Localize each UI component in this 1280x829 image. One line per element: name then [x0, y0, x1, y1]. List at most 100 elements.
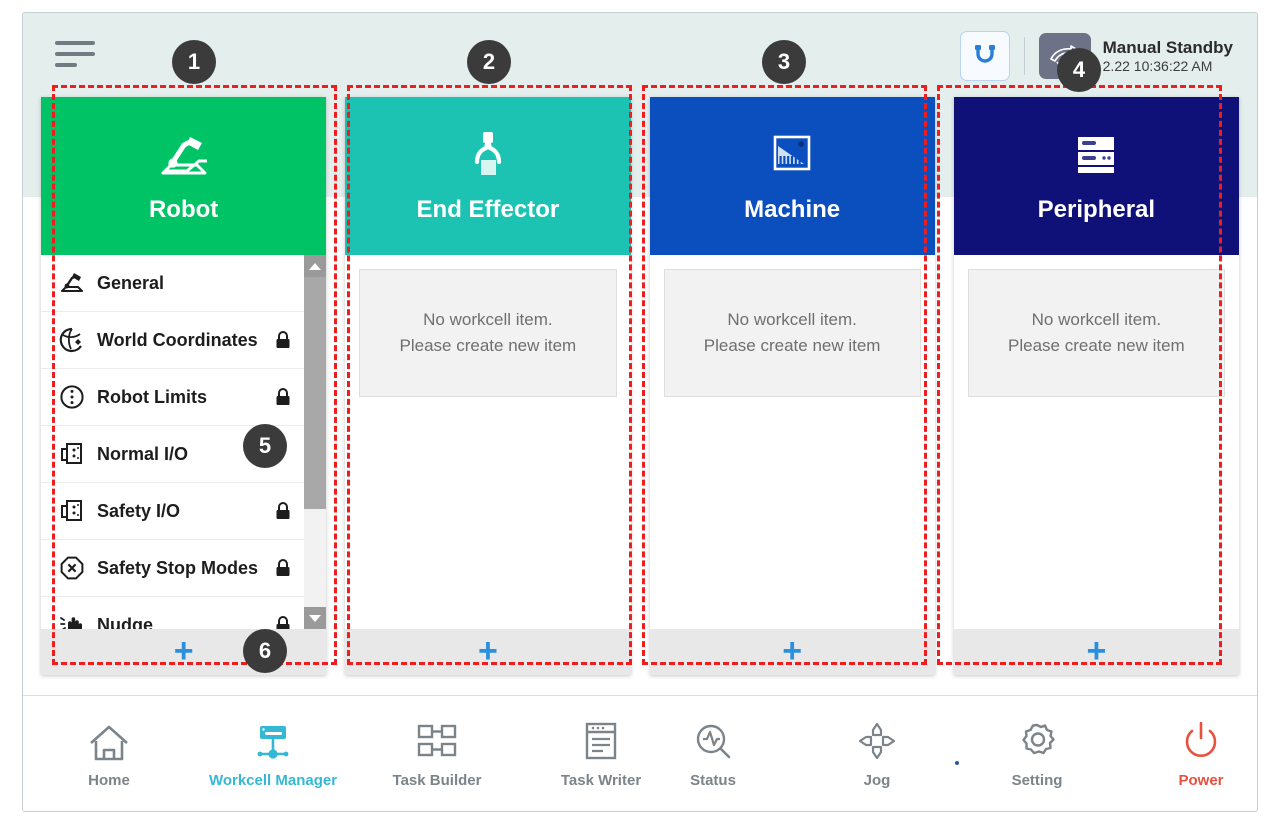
workcell-card-end-effector[interactable]: End Effector No workcell item. Please cr…: [345, 97, 631, 675]
status-title: Manual Standby: [1102, 37, 1233, 57]
add-machine-item-button[interactable]: +: [649, 629, 935, 675]
bottom-nav-left-group: Home Workcell Manager: [53, 719, 657, 789]
menu-item-safety-stop-modes[interactable]: Safety Stop Modes: [41, 540, 305, 597]
limits-circle-icon: [55, 384, 89, 410]
top-bar: Manual Standby 2.22 10:36:22 AM: [23, 13, 1257, 97]
card-title-robot: Robot: [148, 196, 219, 223]
menu-item-robot-limits[interactable]: Robot Limits: [41, 369, 305, 426]
nav-label: Status: [690, 771, 736, 789]
chevron-up-icon: [309, 262, 322, 270]
empty-state-end-effector: No workcell item. Please create new item: [359, 269, 617, 397]
nav-label: Workcell Manager: [208, 771, 338, 789]
card-header-machine[interactable]: Machine: [649, 97, 935, 255]
gripper-icon: [464, 128, 512, 182]
lock-icon: [272, 387, 294, 407]
workcell-card-row: Robot: [23, 97, 1257, 697]
annotation-badge-4: 4: [1057, 48, 1101, 92]
add-end-effector-item-button[interactable]: +: [345, 629, 631, 675]
menu-item-label: Safety I/O: [97, 500, 181, 521]
menu-item-general[interactable]: General: [41, 255, 305, 312]
robot-menu-list: General World Coord: [41, 255, 305, 630]
machine-panel-icon: [768, 128, 816, 182]
workcell-content: Robot: [23, 97, 1257, 697]
bottom-navigation-bar: Home Workcell Manager: [23, 695, 1257, 811]
menu-item-label: General: [97, 272, 165, 293]
plus-icon: +: [477, 631, 498, 670]
top-divider: [1023, 37, 1025, 75]
lock-icon: [272, 615, 294, 629]
annotation-badge-5: 5: [243, 424, 287, 468]
menu-item-label: Normal I/O: [97, 443, 189, 464]
chevron-down-icon: [309, 614, 322, 622]
nav-label: Task Builder: [392, 771, 482, 789]
card-body-machine: No workcell item. Please create new item: [649, 255, 935, 629]
card-header-robot[interactable]: Robot: [41, 97, 327, 255]
annotation-badge-3: 3: [762, 40, 806, 84]
nav-label: Home: [88, 771, 130, 789]
workcell-card-machine[interactable]: Machine No workcell item. Please create …: [649, 97, 935, 675]
card-body-peripheral: No workcell item. Please create new item: [953, 255, 1239, 629]
top-status-cluster: Manual Standby 2.22 10:36:22 AM: [959, 27, 1233, 85]
menu-item-nudge[interactable]: Nudge: [41, 597, 305, 630]
nav-item-power[interactable]: Power: [1145, 719, 1257, 789]
cobot-arm-icon[interactable]: [959, 31, 1010, 81]
empty-state-peripheral: No workcell item. Please create new item: [967, 269, 1225, 397]
nav-separator-dot: [955, 760, 959, 765]
tablet-screen: Manual Standby 2.22 10:36:22 AM: [22, 12, 1258, 812]
nav-item-home[interactable]: Home: [53, 719, 165, 789]
nav-label: Setting: [1011, 771, 1063, 789]
bottom-nav-right-group: Status Jog Setting: [657, 719, 1257, 789]
workcell-card-peripheral[interactable]: Peripheral No workcell item. Please crea…: [953, 97, 1239, 675]
card-header-peripheral[interactable]: Peripheral: [953, 97, 1239, 255]
plus-icon: +: [1086, 631, 1107, 670]
card-body-robot: General World Coord: [41, 255, 327, 630]
status-datetime: 2.22 10:36:22 AM: [1102, 57, 1213, 74]
card-title-machine: Machine: [744, 196, 841, 223]
menu-item-label: World Coordinates: [97, 329, 258, 350]
menu-item-label: Safety Stop Modes: [97, 557, 259, 578]
plus-icon: +: [173, 631, 194, 670]
empty-line-1: No workcell item.: [423, 310, 553, 329]
card-body-end-effector: No workcell item. Please create new item: [345, 255, 631, 629]
nav-item-task-builder[interactable]: Task Builder: [381, 719, 493, 789]
menu-item-world-coordinates[interactable]: World Coordinates: [41, 312, 305, 369]
add-peripheral-item-button[interactable]: +: [953, 629, 1239, 675]
empty-line-2: Please create new item: [399, 336, 577, 355]
menu-item-label: Nudge: [97, 614, 153, 630]
lock-icon: [272, 330, 294, 350]
empty-state-machine: No workcell item. Please create new item: [663, 269, 921, 397]
nudge-hand-icon: [55, 613, 89, 629]
workcell-card-robot[interactable]: Robot: [41, 97, 327, 675]
power-icon: [1185, 721, 1217, 757]
card-title-peripheral: Peripheral: [1037, 196, 1156, 223]
scroll-down-button[interactable]: [304, 607, 327, 629]
robot-arm-small-icon: [55, 271, 89, 295]
workcell-manager-icon: [250, 719, 296, 763]
menu-item-safety-io[interactable]: Safety I/O: [41, 483, 305, 540]
nav-label: Power: [1178, 771, 1224, 789]
card-header-end-effector[interactable]: End Effector: [345, 97, 631, 255]
empty-line-2: Please create new item: [703, 336, 881, 355]
nav-item-jog[interactable]: Jog: [821, 719, 933, 789]
server-rack-icon: [1070, 128, 1122, 182]
stop-octagon-icon: [55, 555, 89, 581]
annotation-badge-1: 1: [172, 40, 216, 84]
io-port-icon: [55, 442, 89, 466]
hamburger-menu-icon[interactable]: [55, 35, 101, 75]
status-scope-icon: [696, 724, 731, 758]
gear-icon: [1022, 723, 1055, 754]
annotation-badge-2: 2: [467, 40, 511, 84]
nav-item-status[interactable]: Status: [657, 719, 769, 789]
lock-icon: [272, 558, 294, 578]
nav-item-task-writer[interactable]: Task Writer: [545, 719, 657, 789]
nav-label: Task Writer: [560, 771, 642, 789]
scrollbar-thumb[interactable]: [304, 277, 327, 509]
empty-line-1: No workcell item.: [727, 310, 857, 329]
nav-item-workcell-manager[interactable]: Workcell Manager: [209, 719, 337, 789]
robot-list-scrollbar[interactable]: [304, 255, 327, 629]
scroll-up-button[interactable]: [304, 255, 327, 277]
menu-item-label: Robot Limits: [97, 386, 207, 407]
nav-item-setting[interactable]: Setting: [981, 719, 1093, 789]
nav-label: Jog: [863, 771, 891, 789]
plus-icon: +: [782, 631, 803, 670]
